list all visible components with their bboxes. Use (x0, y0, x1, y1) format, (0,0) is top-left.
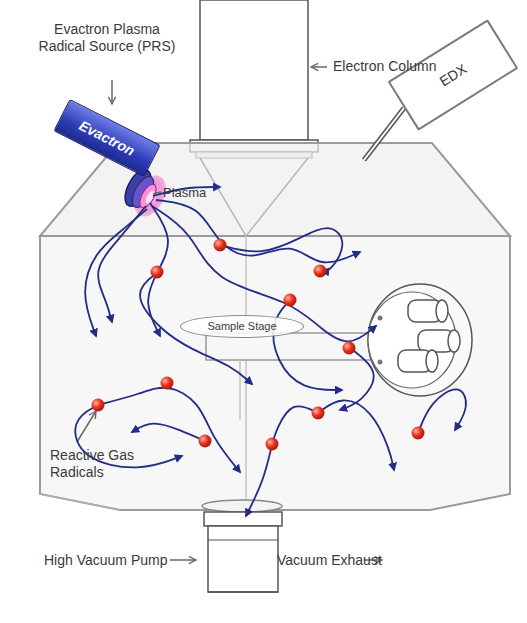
gas-radical (312, 407, 325, 420)
radical-trajectory (152, 206, 376, 341)
part-label: Electron Column (333, 58, 483, 75)
vacuum-pump-part (208, 539, 278, 540)
manipulator-port-part (368, 292, 456, 388)
part-label: Reactive Gas Radicals (50, 447, 150, 481)
vacuum-chamber-part (245, 236, 247, 505)
stage-arm-part (239, 360, 240, 420)
vacuum-pump-part (208, 591, 278, 593)
electron-column (190, 0, 318, 158)
radical-trajectory (340, 348, 374, 410)
gas-radical (343, 342, 356, 355)
edx-tube-part (364, 108, 404, 160)
gas-radical (92, 399, 105, 412)
part-label: Vacuum Exhaust (277, 552, 397, 569)
gas-radical (151, 266, 164, 279)
radical-paths (75, 187, 466, 516)
vacuum-chamber-part (200, 158, 308, 236)
radical-trajectory (246, 406, 318, 516)
edx-tube-part (364, 108, 404, 160)
leader-arrows-part (170, 559, 196, 561)
radical-trajectory (85, 209, 147, 336)
part-label: Evactron Plasma Radical Source (PRS) (30, 21, 184, 55)
gas-radical (214, 239, 227, 252)
electron-column-part (200, 0, 308, 140)
manipulator-port-part (378, 360, 383, 365)
vacuum-pump-part (204, 512, 282, 526)
radical-trajectory (148, 203, 168, 336)
vacuum-pump-part (202, 500, 282, 512)
gas-radical (284, 294, 297, 307)
manipulator-port (368, 284, 472, 396)
leader-arrows-part (77, 411, 96, 442)
node-label: Evactron (77, 117, 138, 159)
gas-radical (314, 265, 327, 278)
edx-tube (364, 108, 404, 160)
manipulator-port-part (378, 316, 383, 321)
vacuum-chamber-part (40, 494, 120, 510)
leader-arrows (77, 67, 382, 560)
sample-stage-ellipse: Sample Stage (180, 315, 304, 338)
manipulator-port-part (436, 300, 448, 322)
radical-trajectory (273, 300, 342, 390)
part-label: Plasma (163, 184, 233, 201)
manipulator-port-part (368, 284, 472, 396)
manipulator-port-part (448, 330, 460, 352)
radical-trajectory (418, 389, 466, 433)
gas-radicals (92, 239, 425, 451)
manipulator-port-part (426, 350, 438, 372)
vacuum-chamber-part (40, 236, 510, 510)
gas-radical (199, 435, 212, 448)
part-label: High Vacuum Pump (44, 552, 184, 569)
vacuum-pump-part (208, 526, 278, 592)
radical-trajectory (220, 228, 342, 271)
plasma-source-flange-part (144, 189, 156, 204)
node-label: EDX (437, 61, 470, 90)
gas-radical (161, 377, 174, 390)
edx-detector-box: EDX (388, 19, 519, 131)
radical-trajectory (156, 200, 360, 262)
radical-trajectory (132, 424, 205, 441)
node-label: Sample Stage (207, 320, 276, 333)
radical-trajectory (98, 206, 146, 322)
radical-trajectory (318, 400, 394, 470)
vacuum-chamber (40, 143, 510, 510)
leader-arrows-part (111, 80, 113, 104)
gas-radical (412, 427, 425, 440)
leader-arrows-part (311, 66, 327, 68)
vacuum-pump (202, 500, 282, 592)
gas-radical (266, 438, 279, 451)
